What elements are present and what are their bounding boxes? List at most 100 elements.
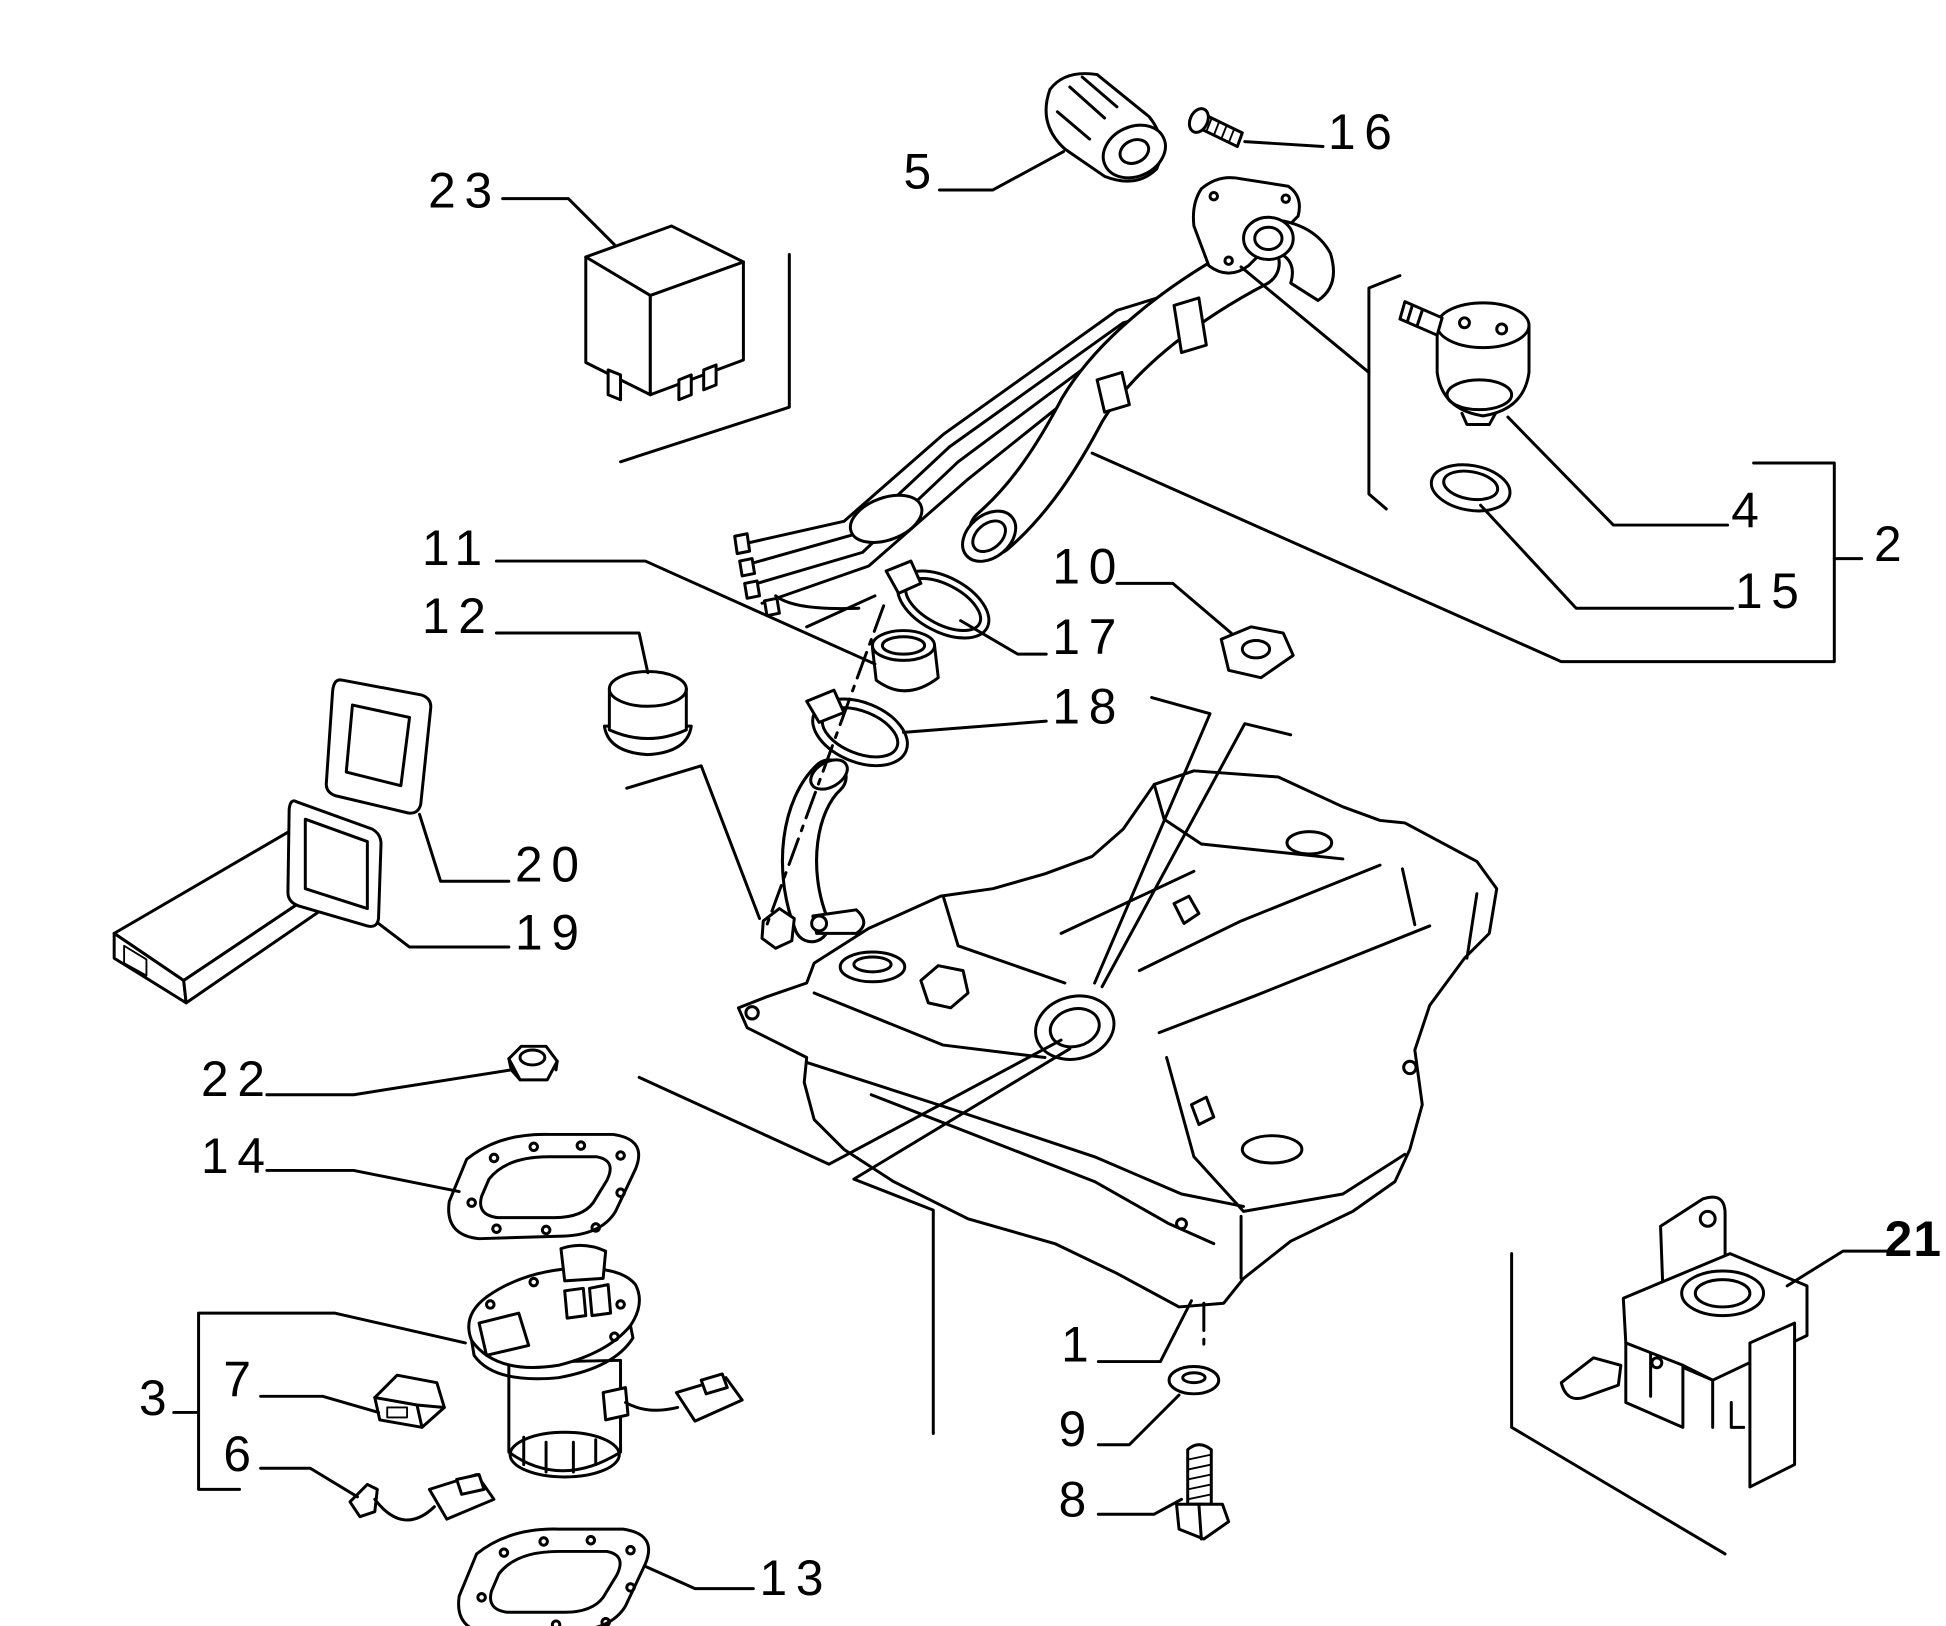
- pump-outlet-tube: [559, 1243, 608, 1283]
- wire-lead-6: [348, 1473, 496, 1522]
- fuel-tank: [736, 769, 1499, 1309]
- pump-guide-line-b: [852, 1047, 1072, 1436]
- leader-line: [959, 619, 1048, 656]
- pump-strainer: [522, 1435, 598, 1474]
- callout-label: 21: [1885, 1211, 1943, 1267]
- hose-clip: [760, 907, 796, 950]
- tank-guide-line-b: [1100, 722, 1293, 989]
- pump-side-box: [601, 1386, 630, 1422]
- bracket-socket-inner: [1693, 1278, 1752, 1309]
- hose-clamp-17: [884, 559, 991, 640]
- lead-6-connector-latch: [455, 1473, 486, 1496]
- flange-hole: [1223, 255, 1234, 266]
- leader-line: [377, 921, 511, 949]
- tank-mount-hole-right: [1402, 1059, 1418, 1076]
- washer-9-outer: [1167, 1365, 1221, 1396]
- connector-7-body: [373, 1373, 446, 1429]
- callout-label: 15: [1735, 563, 1808, 619]
- lead-6-tab: [348, 1482, 379, 1519]
- callout-label: 5: [904, 144, 940, 200]
- valve-nozzle-ribs: [1405, 303, 1424, 327]
- harness-connector-lower: [1095, 370, 1131, 414]
- relay-right-face: [648, 260, 745, 397]
- callout-label: 4: [1731, 483, 1767, 539]
- filler-head-mouth-inner: [1253, 225, 1284, 252]
- tank-clip-upper: [1172, 894, 1201, 925]
- flange-hole: [1208, 190, 1219, 202]
- nut-10-bore: [1240, 639, 1272, 660]
- hose-sleeve-11: [870, 629, 940, 693]
- tank-outline: [736, 769, 1499, 1309]
- gasket-20: [324, 678, 433, 815]
- clamp-17-screw: [884, 559, 923, 595]
- callout-labels: 23 5 16 4 2 15 11 12 10 17 18 20 19 22 1…: [139, 104, 1943, 1606]
- tank-top-port: [1285, 830, 1334, 856]
- callout-label: 2: [1874, 516, 1910, 572]
- bolt-16: [1187, 107, 1244, 149]
- hose-guide-line: [625, 764, 762, 920]
- gasket-14-outer: [447, 1132, 641, 1241]
- filler-pipe-end-inner: [971, 519, 1007, 554]
- filler-pipe-body: [971, 241, 1278, 553]
- bolt-8: [1175, 1443, 1231, 1541]
- callout-label: 22: [201, 1051, 274, 1107]
- bolt-8-head-edge: [1197, 1502, 1203, 1541]
- washer-9-bore: [1181, 1371, 1207, 1385]
- pump-plug: [477, 1311, 531, 1357]
- bracket-line: [197, 1311, 467, 1491]
- leader-line: [1096, 1299, 1193, 1364]
- tank-sender-opening-inner: [852, 955, 893, 974]
- gasket-14: [447, 1132, 641, 1241]
- leader-line: [417, 812, 511, 883]
- leader-line: [1096, 1497, 1183, 1516]
- relay-pins: [606, 363, 718, 402]
- callout-label: 14: [201, 1128, 274, 1184]
- callout-label: 3: [139, 1370, 175, 1426]
- leader-line: [265, 1168, 461, 1194]
- callout-label: 10: [1052, 538, 1125, 594]
- gasket-20-outer: [324, 678, 433, 815]
- gasket-13-inner: [489, 1549, 622, 1614]
- cap-housing-bore: [1118, 138, 1151, 165]
- callout-label: 18: [1052, 679, 1125, 735]
- harness-sleeve: [848, 493, 924, 544]
- leader-line: [1115, 581, 1233, 635]
- leader-line: [902, 719, 1048, 734]
- hose-guide-line-upper: [805, 594, 877, 629]
- duct-19: [112, 799, 383, 1005]
- connector-7-pins: [386, 1406, 409, 1419]
- cap-12-top: [607, 670, 688, 708]
- connector-7: [373, 1373, 446, 1429]
- valve-guide-line: [1367, 274, 1402, 511]
- leader-line: [1479, 503, 1735, 610]
- duct-flange: [286, 799, 383, 928]
- callout-label: 7: [223, 1351, 259, 1407]
- filler-neck-assembly: [733, 176, 1335, 618]
- hose-fitting-nut: [810, 914, 829, 933]
- leader-line: [494, 559, 877, 666]
- tank-side-port: [1240, 1134, 1304, 1165]
- valve-rivet: [1458, 316, 1471, 330]
- tank-fitting: [919, 964, 970, 1010]
- leader-line: [501, 197, 616, 247]
- bolt-16-head: [1187, 107, 1210, 134]
- wiring-harness-lines: [743, 289, 1200, 611]
- filler-head-mouth: [1242, 215, 1295, 261]
- callout-label: 13: [760, 1550, 833, 1606]
- hose-clamp-18: [805, 688, 909, 768]
- relay-guide-line: [619, 253, 791, 464]
- seal-ring-15: [1429, 463, 1512, 513]
- tank-pump-opening-inner: [1048, 1007, 1101, 1049]
- seal-ring-inner: [1442, 469, 1500, 502]
- bolt-8-thread: [1186, 1453, 1213, 1501]
- callout-label: 8: [1059, 1472, 1095, 1528]
- callout-label: 6: [223, 1426, 259, 1482]
- callout-label: 1: [1061, 1317, 1097, 1373]
- leader-line: [259, 1394, 381, 1414]
- harness-connector-upper: [1172, 296, 1208, 355]
- nut-10-hex: [1219, 625, 1295, 680]
- cap-housing-face: [1101, 123, 1167, 180]
- pump-wire: [624, 1401, 680, 1412]
- callout-label: 19: [515, 905, 588, 961]
